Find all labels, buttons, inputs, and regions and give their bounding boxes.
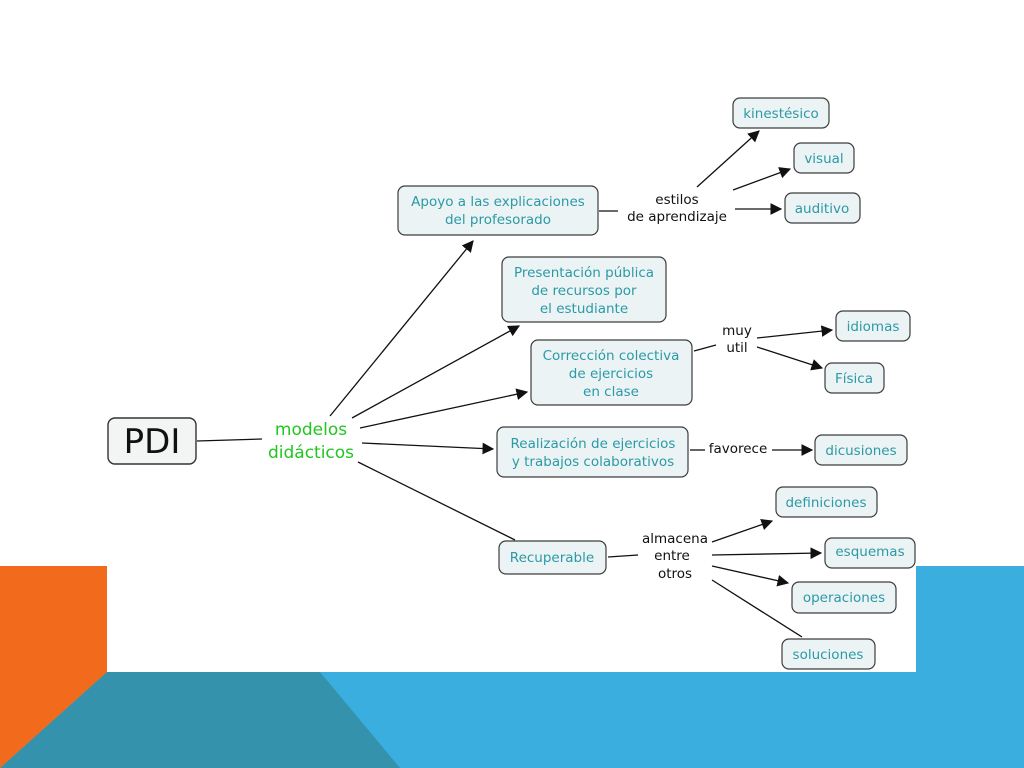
node-realizacion-line1: Realización de ejercicios	[511, 436, 676, 452]
leaf-definiciones: definiciones	[775, 486, 878, 518]
edge-recuperable-almacena	[607, 554, 639, 558]
edge-center-recuperable	[357, 461, 516, 541]
link-almacena: almacena entre otros	[642, 531, 708, 582]
node-apoyo: Apoyo a las explicaciones del profesorad…	[397, 185, 599, 236]
leaf-idiomas: idiomas	[835, 310, 911, 342]
edge-root-center	[196, 438, 263, 442]
center-line1: modelos	[275, 420, 347, 440]
node-recuperable: Recuperable	[498, 540, 607, 575]
node-correccion-line2: de ejercicios	[569, 366, 653, 382]
node-realizacion-line2: y trabajos colaborativos	[512, 454, 674, 470]
edge-muyutil-idiomas	[756, 325, 834, 339]
link-muy-util: muy util	[722, 323, 752, 356]
teal-triangle	[0, 672, 400, 768]
orange-corner	[0, 566, 107, 768]
node-presentacion-line3: el estudiante	[540, 301, 628, 317]
leaf-fisica-label: Física	[835, 371, 873, 387]
node-correccion: Corrección colectiva de ejercicios en cl…	[530, 339, 693, 406]
leaf-kinestesico-label: kinestésico	[743, 106, 819, 122]
edges	[196, 130, 834, 638]
leaf-fisica: Física	[824, 362, 885, 394]
leaf-visual: visual	[793, 142, 855, 174]
root-label: PDI	[124, 422, 181, 462]
leaf-dicusiones: dicusiones	[814, 434, 908, 466]
edge-almacena-esquemas	[711, 547, 823, 560]
link-estilos: estilos de aprendizaje	[627, 192, 727, 225]
edge-center-realizacion	[361, 442, 495, 455]
node-correccion-line3: en clase	[583, 384, 639, 400]
node-realizacion: Realización de ejercicios y trabajos col…	[496, 426, 689, 478]
edge-center-apoyo	[329, 240, 474, 417]
edge-almacena-operaciones	[711, 565, 790, 587]
edge-center-presentacion	[351, 325, 521, 419]
root-node: PDI	[107, 417, 197, 465]
node-correccion-line1: Corrección colectiva	[543, 348, 680, 364]
node-presentacion-line1: Presentación pública	[514, 265, 654, 281]
leaf-auditivo: auditivo	[784, 192, 861, 224]
center-line2: didácticos	[268, 443, 354, 463]
edge-almacena-soluciones	[711, 579, 803, 638]
leaf-kinestesico: kinestésico	[732, 97, 830, 129]
link-muy-util-line2: util	[726, 340, 747, 356]
edge-muyutil-fisica	[756, 346, 824, 371]
link-favorece: favorece	[709, 441, 768, 457]
leaf-soluciones-label: soluciones	[793, 647, 864, 663]
edge-almacena-definiciones	[711, 518, 774, 543]
edge-estilos-kinestesico	[696, 130, 760, 188]
node-recuperable-line1: Recuperable	[510, 550, 594, 566]
leaf-soluciones: soluciones	[781, 638, 876, 670]
node-apoyo-line2: del profesorado	[445, 212, 551, 228]
leaf-operaciones-label: operaciones	[803, 590, 885, 606]
leaf-definiciones-label: definiciones	[785, 495, 866, 511]
node-presentacion: Presentación pública de recursos por el …	[501, 256, 667, 323]
link-muy-util-line1: muy	[722, 323, 752, 339]
link-almacena-line2: entre	[654, 548, 690, 564]
center-concept: modelos didácticos	[268, 420, 354, 463]
link-almacena-line1: almacena	[642, 531, 708, 547]
edge-estilos-visual	[732, 167, 792, 191]
link-estilos-line2: de aprendizaje	[627, 209, 727, 225]
leaf-idiomas-label: idiomas	[847, 319, 900, 335]
node-apoyo-line1: Apoyo a las explicaciones	[411, 194, 585, 210]
leaf-operaciones: operaciones	[791, 581, 897, 614]
edge-correccion-muyutil	[693, 344, 717, 352]
leaf-dicusiones-label: dicusiones	[825, 443, 896, 459]
leaf-esquemas: esquemas	[824, 537, 916, 569]
link-almacena-line3: otros	[658, 566, 692, 582]
node-presentacion-line2: de recursos por	[531, 283, 637, 299]
edge-center-correccion	[359, 388, 529, 429]
leaf-auditivo-label: auditivo	[795, 201, 849, 217]
link-favorece-line1: favorece	[709, 441, 768, 457]
leaf-esquemas-label: esquemas	[835, 544, 904, 560]
leaf-visual-label: visual	[804, 151, 843, 167]
link-estilos-line1: estilos	[655, 192, 698, 208]
